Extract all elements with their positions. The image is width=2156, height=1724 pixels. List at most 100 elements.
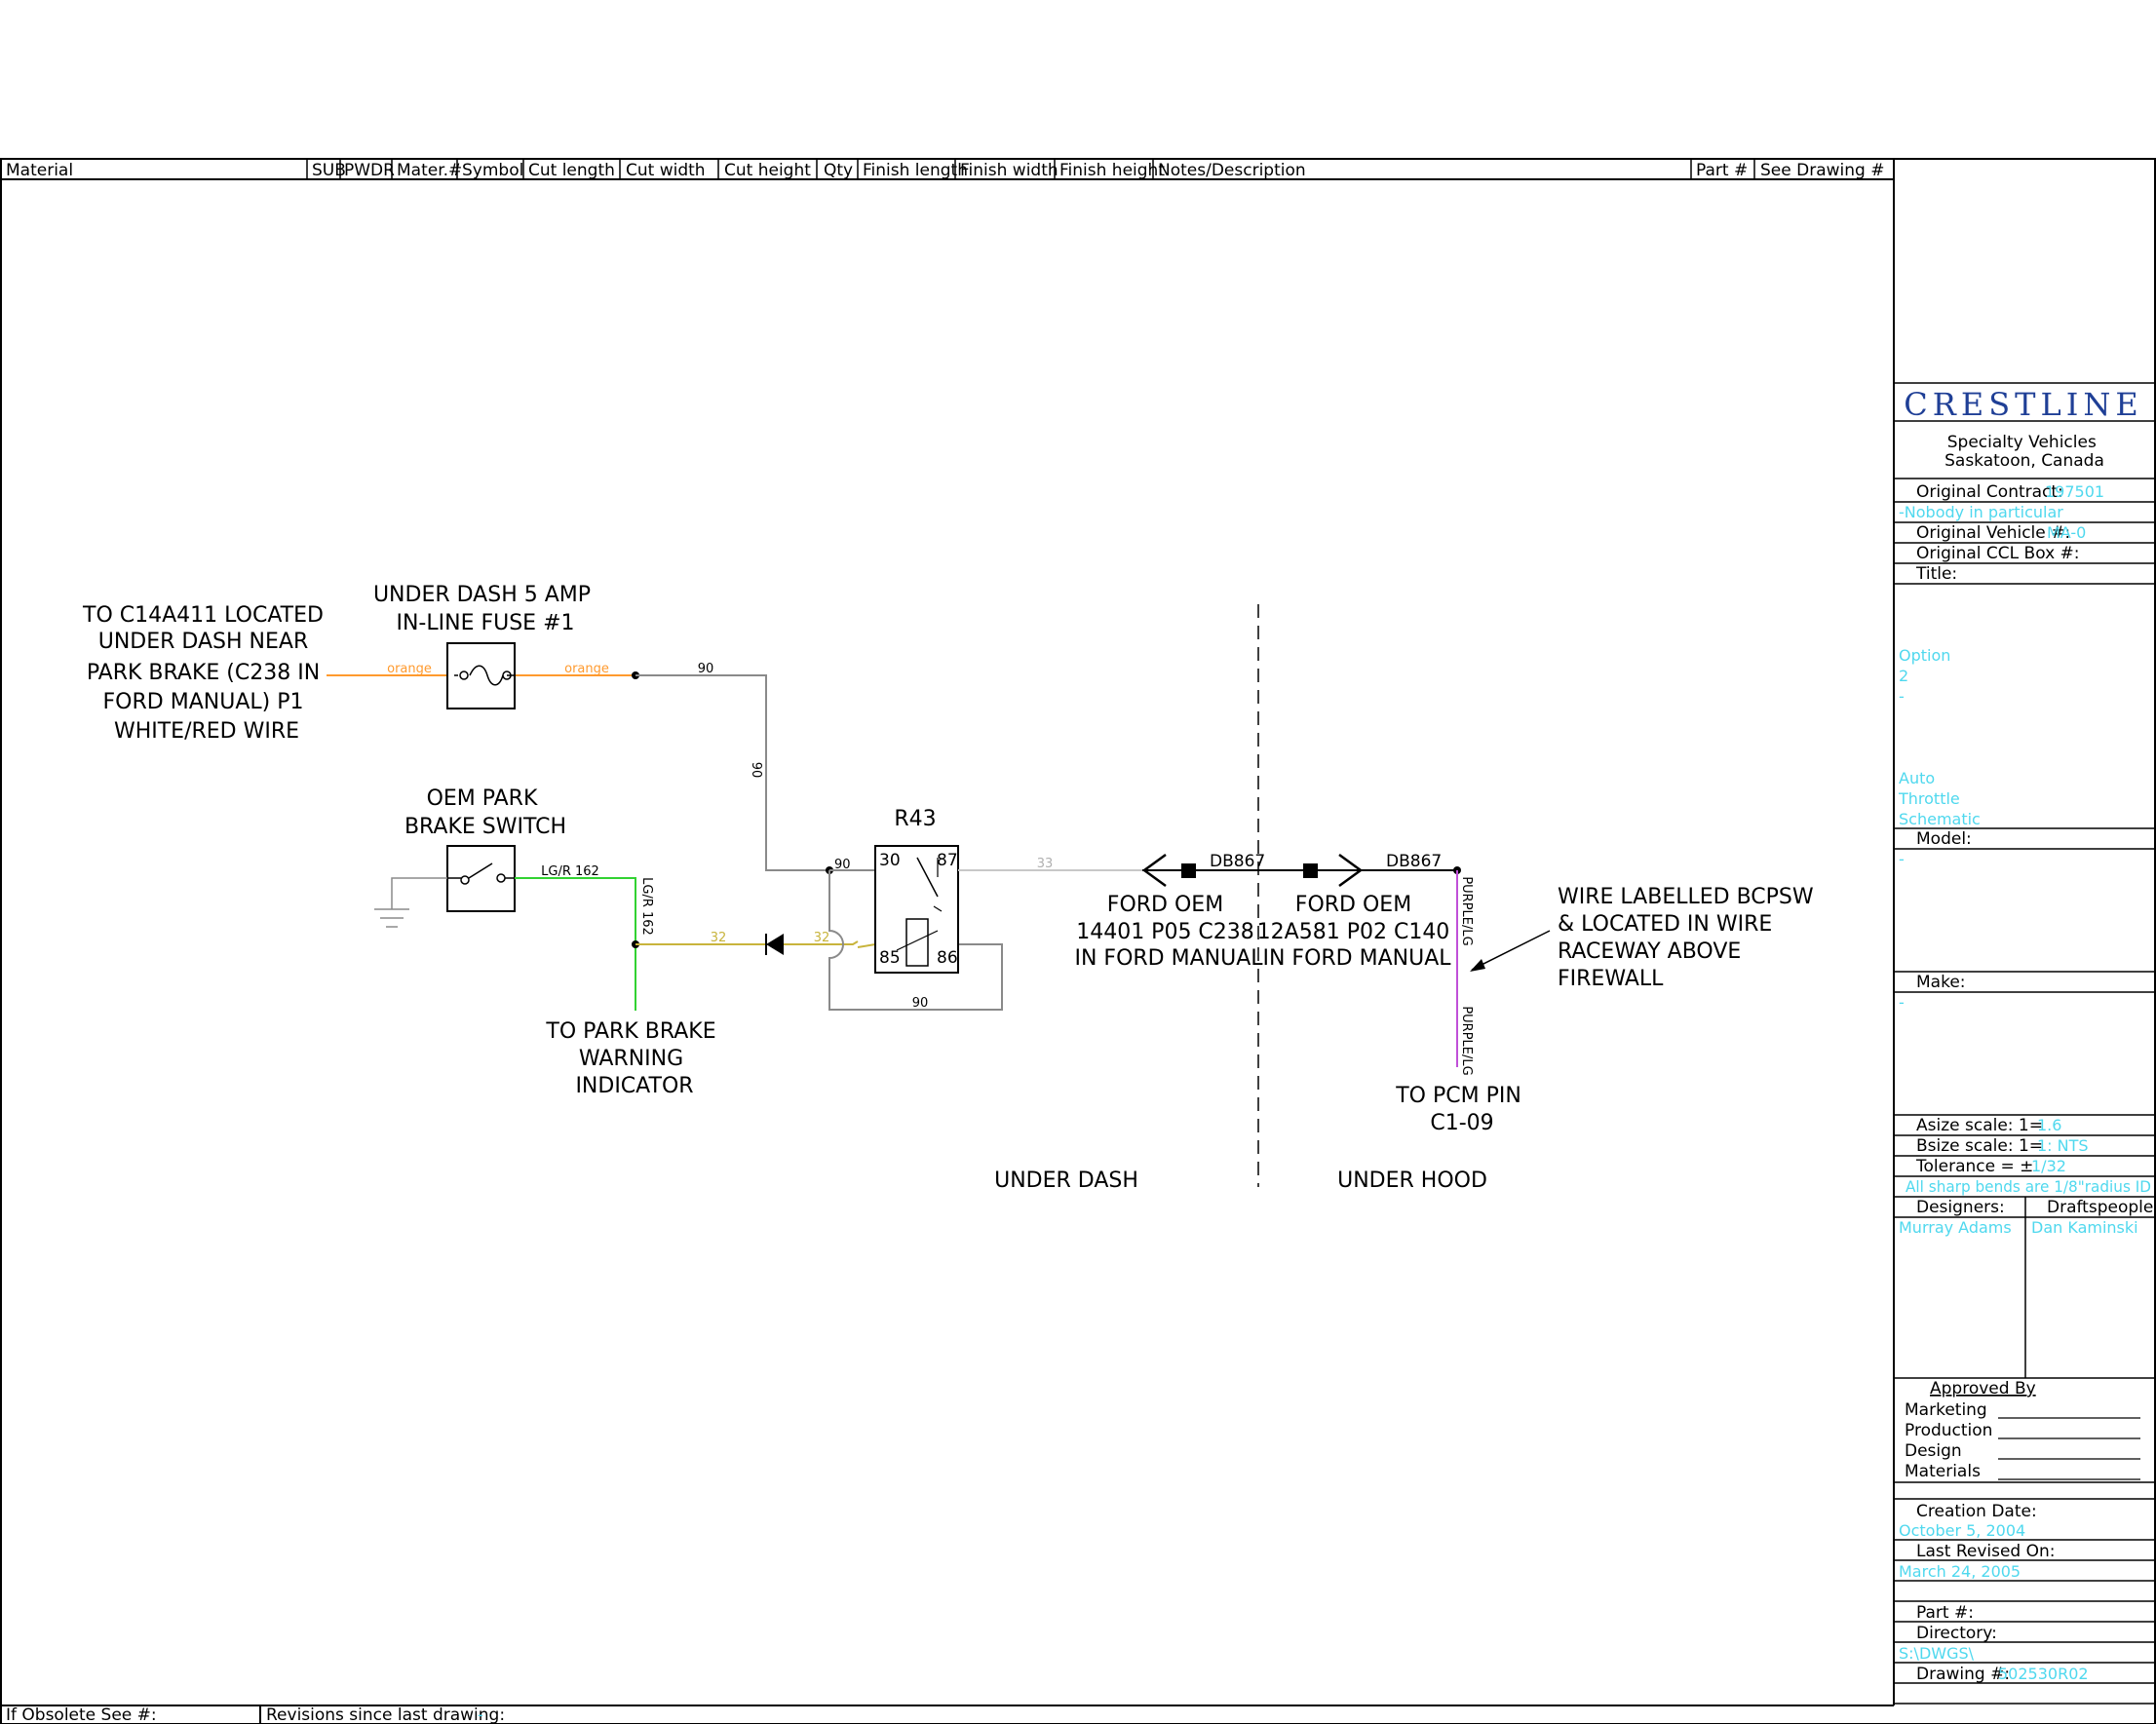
relay-label: R43 — [894, 807, 936, 831]
original-vehicle-label: Original Vehicle #: — [1916, 523, 2070, 543]
header-col-qty: Qty — [824, 161, 853, 180]
wire-label-32-a: 32 — [711, 931, 727, 945]
model-value: - — [1899, 850, 1905, 868]
green-wire-lgr — [515, 877, 636, 1011]
title-value-description: Auto Throttle Schematic — [1898, 769, 1981, 828]
part-number-label: Part #: — [1916, 1603, 1974, 1623]
yellow-wire-to-relay — [784, 940, 876, 948]
wire-label-32-b: 32 — [814, 931, 830, 945]
original-contract-value: 197501 — [2045, 482, 2104, 501]
wire-label-lgr-horizontal: LG/R 162 — [541, 864, 599, 879]
ground-icon — [374, 877, 447, 928]
wire-label-90-vertical: 90 — [749, 762, 763, 779]
wire-label-orange-2: orange — [564, 662, 609, 676]
original-ccl-label: Original CCL Box #: — [1916, 544, 2080, 563]
header-col-sub: SUB — [312, 161, 346, 180]
approval-signature-lines — [1998, 1417, 2140, 1480]
bends-note: All sharp bends are 1/8"radius ID — [1906, 1177, 2151, 1196]
source-note: TO C14A411 LOCATED UNDER DASH NEAR PARK … — [82, 603, 330, 744]
zone-label-under-dash: UNDER DASH — [994, 1168, 1138, 1193]
draftspeople-value: Dan Kaminski — [2031, 1218, 2138, 1237]
header-col-cut-length: Cut length — [528, 161, 615, 180]
asize-value: 1.6 — [2037, 1116, 2061, 1134]
header-col-finish-height: Finish height — [1059, 161, 1165, 180]
header-col-pwdr: PWDR — [344, 161, 395, 180]
fuse-label: UNDER DASH 5 AMP IN-LINE FUSE #1 — [373, 583, 597, 635]
revisions-value: - — [478, 1705, 483, 1724]
wire-label-purple-b: PURPLE/LG — [1459, 1006, 1474, 1075]
bsize-label: Bsize scale: 1= — [1916, 1136, 2043, 1156]
zone-label-under-hood: UNDER HOOD — [1337, 1168, 1487, 1193]
directory-label: Directory: — [1916, 1624, 1997, 1643]
diode-icon — [765, 934, 784, 955]
tolerance-label: Tolerance = ± — [1915, 1157, 2033, 1176]
header-col-cut-height: Cut height — [724, 161, 811, 180]
header-dividers — [306, 159, 1755, 179]
title-value-option: Option 2 - — [1899, 646, 1956, 706]
header-col-mater-no: Mater.# — [397, 161, 462, 180]
title-block: CRESTLINE Specialty Vehicles Saskatoon, … — [1894, 382, 2156, 1705]
header-col-notes: Notes/Description — [1158, 161, 1306, 180]
connector-db867-left-symbol — [1141, 853, 1258, 888]
approval-materials: Materials — [1905, 1462, 1981, 1481]
wire-label-purple-a: PURPLE/LG — [1459, 876, 1474, 945]
wire-label-lgr-vertical: LG/R 162 — [639, 877, 654, 936]
make-value: - — [1899, 993, 1905, 1012]
bsize-value: 1: NTS — [2037, 1136, 2089, 1155]
fuse-symbol — [446, 642, 516, 709]
obsolete-label: If Obsolete See #: — [6, 1705, 157, 1724]
title-block-grid — [1894, 382, 2156, 1705]
connector-b-id: DB867 — [1386, 852, 1442, 871]
leader-arrow — [1470, 930, 1551, 972]
revisions-label: Revisions since last drawing: — [266, 1705, 505, 1724]
last-revised-value: March 24, 2005 — [1899, 1562, 2021, 1581]
last-revised-label: Last Revised On: — [1916, 1542, 2056, 1561]
company-info: Specialty Vehicles Saskatoon, Canada — [1944, 433, 2104, 471]
footer-row: If Obsolete See #: Revisions since last … — [6, 1705, 505, 1724]
material-header-row: Material SUB PWDR Mater.# Symbol Cut len… — [6, 159, 1884, 180]
title-label: Title: — [1915, 564, 1957, 584]
designers-label: Designers: — [1916, 1198, 2005, 1217]
warning-label: TO PARK BRAKE WARNING INDICATOR — [545, 1019, 722, 1098]
header-col-see-drawing: See Drawing # — [1760, 161, 1884, 180]
gray-wire-90 — [635, 674, 829, 871]
connector-db867-right-symbol — [1258, 853, 1457, 888]
creation-date-label: Creation Date: — [1916, 1502, 2037, 1521]
park-brake-switch-symbol — [446, 845, 516, 912]
designers-value: Murray Adams — [1899, 1218, 2012, 1237]
connector-a-label: FORD OEM 14401 P05 C238 IN FORD MANUAL — [1074, 893, 1263, 971]
wire-note: WIRE LABELLED BCPSW & LOCATED IN WIRE RA… — [1558, 885, 1821, 991]
header-col-material: Material — [6, 161, 73, 180]
approval-production: Production — [1905, 1421, 1992, 1440]
pcm-label: TO PCM PIN C1-09 — [1395, 1084, 1528, 1135]
switch-label: OEM PARK BRAKE SWITCH — [404, 786, 566, 839]
creation-date-value: October 5, 2004 — [1899, 1521, 2025, 1540]
make-label: Make: — [1916, 973, 1966, 992]
gray-wire-90-loop — [828, 870, 1003, 1011]
approved-by-heading: Approved By — [1930, 1379, 2036, 1398]
header-col-cut-width: Cut width — [626, 161, 706, 180]
asize-label: Asize scale: 1= — [1916, 1116, 2043, 1135]
connector-b-label: FORD OEM 12A581 P02 C140 IN FORD MANUAL — [1257, 893, 1457, 971]
drawing-number-label: Drawing #: — [1916, 1665, 2010, 1684]
relay-pin-87: 87 — [937, 851, 958, 870]
directory-value: S:\DWGS\ — [1899, 1644, 1975, 1663]
tolerance-value: 1/32 — [2031, 1157, 2066, 1175]
wire-label-orange-1: orange — [387, 662, 432, 676]
header-col-finish-width: Finish width — [960, 161, 1059, 180]
wiring-schematic: TO C14A411 LOCATED UNDER DASH NEAR PARK … — [82, 583, 1821, 1193]
relay-pin-86: 86 — [937, 948, 958, 968]
approval-marketing: Marketing — [1905, 1400, 1987, 1420]
draftspeople-label: Draftspeople: — [2047, 1198, 2156, 1217]
wire-label-90-loop: 90 — [912, 996, 929, 1011]
original-contract-label: Original Contract: — [1916, 482, 2063, 502]
header-col-finish-length: Finish length — [863, 161, 968, 180]
drawing-number-value: 502530R02 — [1998, 1665, 2089, 1683]
model-label: Model: — [1916, 829, 1972, 849]
wire-label-90-top: 90 — [698, 662, 714, 676]
header-col-part-no: Part # — [1696, 161, 1748, 180]
relay-pin-85: 85 — [879, 948, 901, 968]
relay-pin-30: 30 — [879, 851, 901, 870]
crestline-logo: CRESTLINE — [1904, 386, 2142, 423]
relay-r43-symbol — [874, 845, 959, 974]
